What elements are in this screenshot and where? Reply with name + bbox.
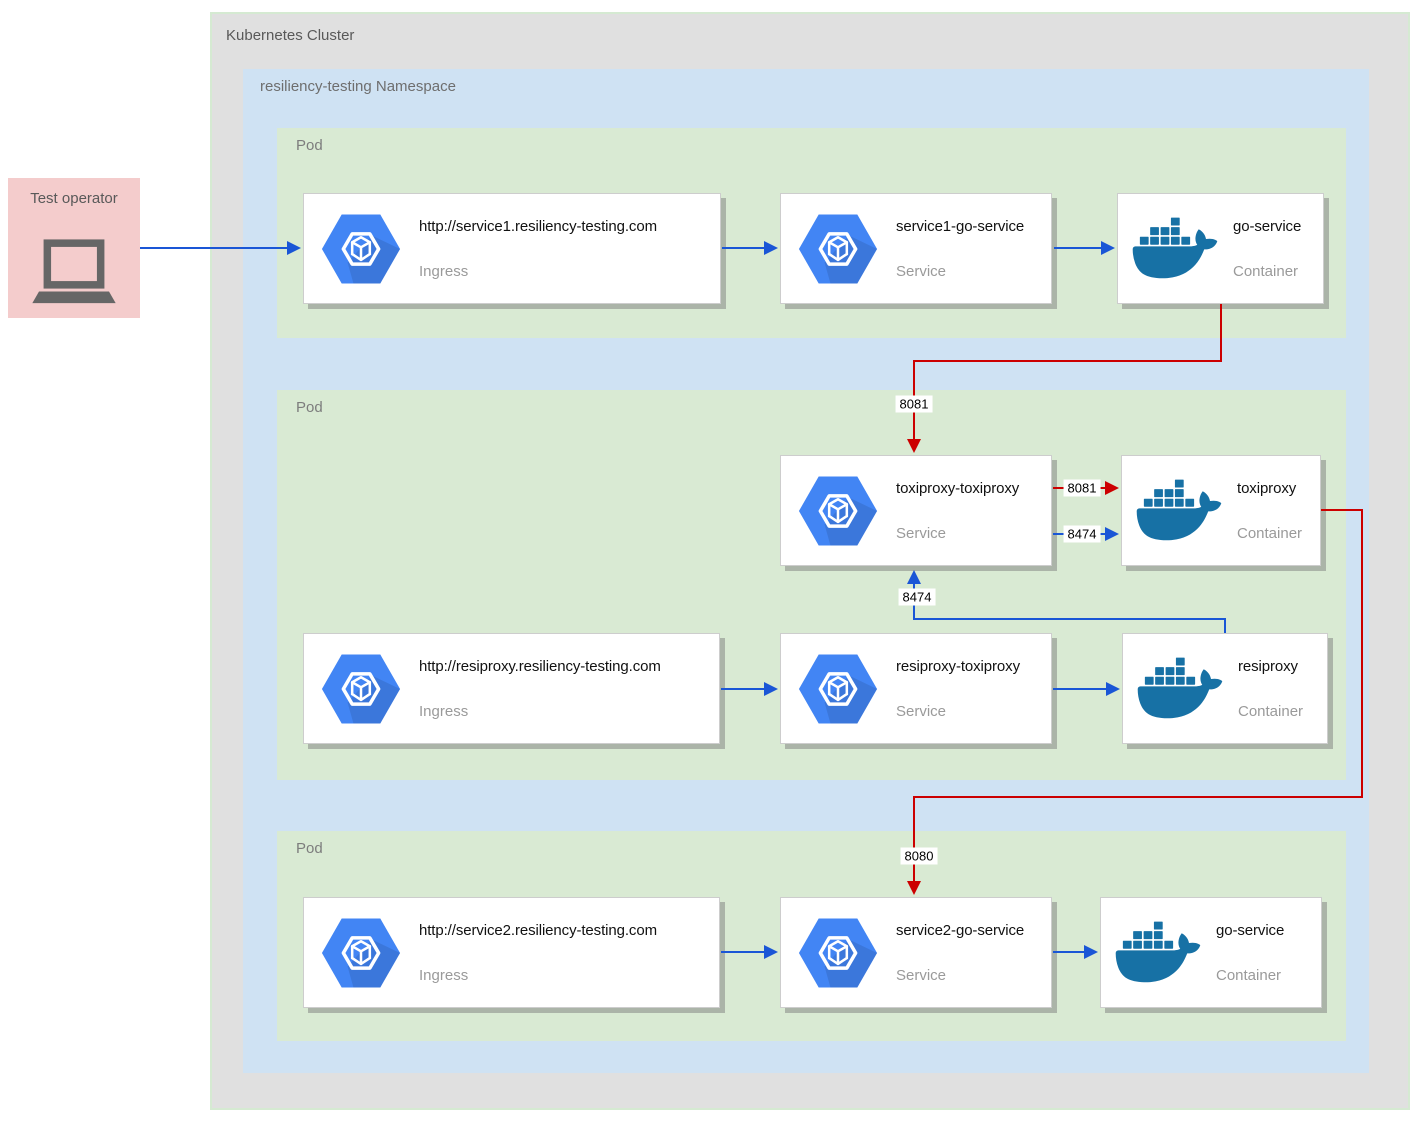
node-go-service-container-2[interactable]: go-service Container <box>1100 897 1322 1008</box>
node-title: http://service2.resiliency-testing.com <box>419 921 657 939</box>
test-operator-label: Test operator <box>30 190 118 207</box>
node-ingress-service2[interactable]: http://service2.resiliency-testing.com I… <box>303 897 720 1008</box>
node-go-service-container-1[interactable]: go-service Container <box>1117 193 1324 304</box>
node-toxiproxy-service[interactable]: toxiproxy-toxiproxy Service <box>780 455 1052 566</box>
laptop-icon <box>32 239 116 304</box>
node-subtitle: Service <box>896 702 947 720</box>
kubernetes-engine-icon <box>317 911 405 995</box>
kubernetes-engine-icon <box>794 469 882 553</box>
node-title: resiproxy-toxiproxy <box>896 657 1020 675</box>
kubernetes-engine-icon <box>794 911 882 995</box>
docker-icon <box>1114 916 1202 990</box>
node-toxiproxy-container[interactable]: toxiproxy Container <box>1121 455 1321 566</box>
node-title: http://resiproxy.resiliency-testing.com <box>419 657 661 675</box>
node-subtitle: Ingress <box>419 966 469 984</box>
kubernetes-engine-icon <box>794 647 882 731</box>
node-title: service2-go-service <box>896 921 1025 939</box>
node-subtitle: Container <box>1233 262 1299 280</box>
node-title: service1-go-service <box>896 217 1025 235</box>
node-ingress-resiproxy[interactable]: http://resiproxy.resiliency-testing.com … <box>303 633 720 744</box>
port-label: 8474 <box>1063 525 1101 543</box>
node-subtitle: Container <box>1238 702 1304 720</box>
node-subtitle: Service <box>896 524 947 542</box>
port-label: 8080 <box>900 847 938 865</box>
node-service2-go-service[interactable]: service2-go-service Service <box>780 897 1052 1008</box>
node-title: toxiproxy <box>1237 479 1297 497</box>
docker-icon <box>1136 652 1224 726</box>
port-label: 8081 <box>1063 479 1101 497</box>
port-label: 8081 <box>895 395 933 413</box>
docker-icon <box>1131 212 1219 286</box>
node-title: http://service1.resiliency-testing.com <box>419 217 657 235</box>
pod-label: Pod <box>296 399 323 416</box>
docker-icon <box>1135 474 1223 548</box>
port-label: 8474 <box>898 588 936 606</box>
node-subtitle: Container <box>1216 966 1282 984</box>
node-title: go-service <box>1233 217 1302 235</box>
node-resiproxy-service[interactable]: resiproxy-toxiproxy Service <box>780 633 1052 744</box>
node-subtitle: Service <box>896 966 947 984</box>
node-subtitle: Container <box>1237 524 1303 542</box>
node-ingress-service1[interactable]: http://service1.resiliency-testing.com I… <box>303 193 721 304</box>
namespace-label: resiliency-testing Namespace <box>260 78 456 95</box>
node-subtitle: Ingress <box>419 702 469 720</box>
test-operator-node[interactable]: Test operator <box>8 178 140 318</box>
kubernetes-engine-icon <box>317 647 405 731</box>
kubernetes-engine-icon <box>317 207 405 291</box>
node-subtitle: Ingress <box>419 262 469 280</box>
node-subtitle: Service <box>896 262 947 280</box>
node-title: resiproxy <box>1238 657 1298 675</box>
pod-label: Pod <box>296 840 323 857</box>
kubernetes-engine-icon <box>794 207 882 291</box>
node-resiproxy-container[interactable]: resiproxy Container <box>1122 633 1328 744</box>
cluster-label: Kubernetes Cluster <box>226 27 355 44</box>
node-title: toxiproxy-toxiproxy <box>896 479 1020 497</box>
node-title: go-service <box>1216 921 1285 939</box>
node-service1-go-service[interactable]: service1-go-service Service <box>780 193 1052 304</box>
pod-label: Pod <box>296 137 323 154</box>
